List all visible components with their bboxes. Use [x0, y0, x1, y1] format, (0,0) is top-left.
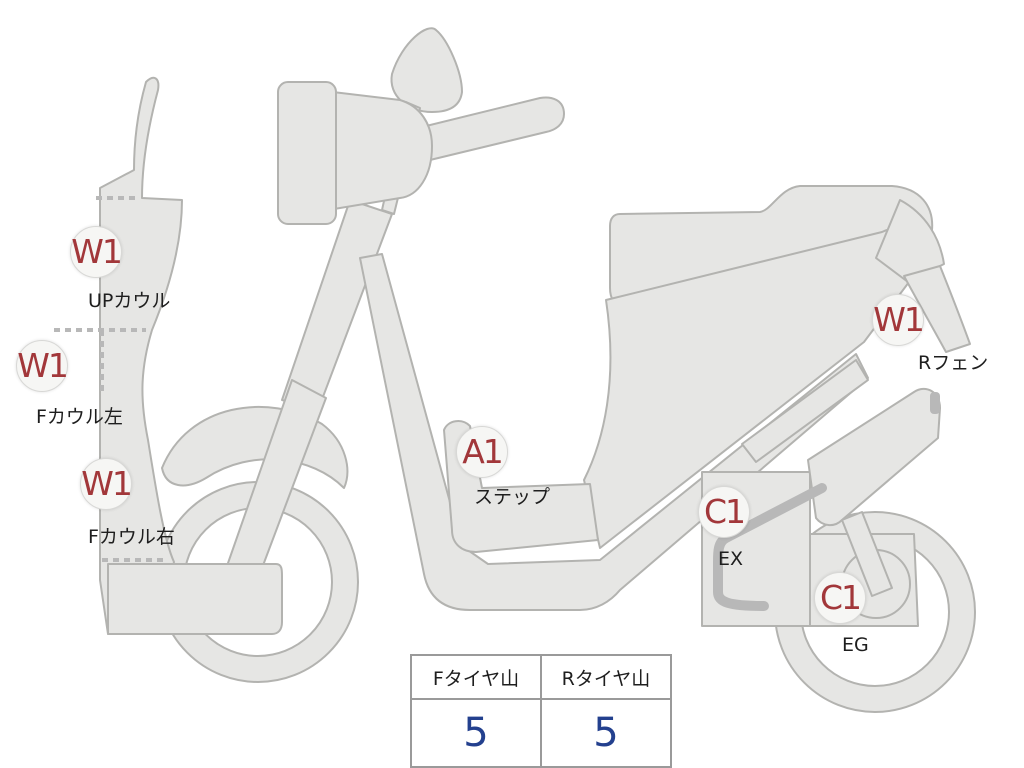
- r-fender-label: Rフェン: [918, 352, 989, 374]
- f-cowl-left-label: Fカウル左: [36, 406, 123, 428]
- shock-absorber: [841, 511, 893, 597]
- engine-code-badge: C1: [814, 572, 866, 624]
- exhaust-rail: [741, 359, 869, 463]
- up-cowl-label: UPカウル: [88, 290, 171, 312]
- step-code-badge: A1: [456, 426, 508, 478]
- r-fender-code-badge: W1: [872, 294, 925, 346]
- headlight-housing: [315, 89, 433, 213]
- f-cowl-left-code-badge: W1: [16, 340, 69, 392]
- headlight: [277, 81, 337, 225]
- front-fender: [161, 405, 349, 489]
- exhaust-pipe: [713, 483, 827, 611]
- tire-table-header-row: Fタイヤ山 Rタイヤ山: [410, 654, 672, 700]
- exhaust-code-badge: C1: [698, 486, 750, 538]
- exhaust-label: EX: [718, 548, 744, 570]
- front-cowl: [99, 76, 183, 635]
- tire-table-value-row: 5 5: [410, 698, 672, 768]
- step-label: ステップ: [474, 486, 551, 508]
- step-floor: [443, 420, 599, 553]
- rear-tire-value: 5: [540, 698, 672, 768]
- tire-tread-table: Fタイヤ山 Rタイヤ山 5 5: [410, 654, 672, 768]
- up-cowl-code-badge: W1: [70, 226, 123, 278]
- rear-tire-header: Rタイヤ山: [540, 654, 672, 700]
- front-tire-value: 5: [410, 698, 542, 768]
- muffler-tip: [930, 392, 940, 414]
- engine-label: EG: [842, 634, 869, 656]
- muffler: [807, 387, 941, 526]
- front-tire-header: Fタイヤ山: [410, 654, 542, 700]
- front-lower-cowl: [107, 563, 283, 635]
- f-cowl-right-label: Fカウル右: [88, 526, 175, 548]
- handlebar-grip: [417, 96, 565, 161]
- mirror: [390, 27, 463, 113]
- f-cowl-right-code-badge: W1: [80, 458, 133, 510]
